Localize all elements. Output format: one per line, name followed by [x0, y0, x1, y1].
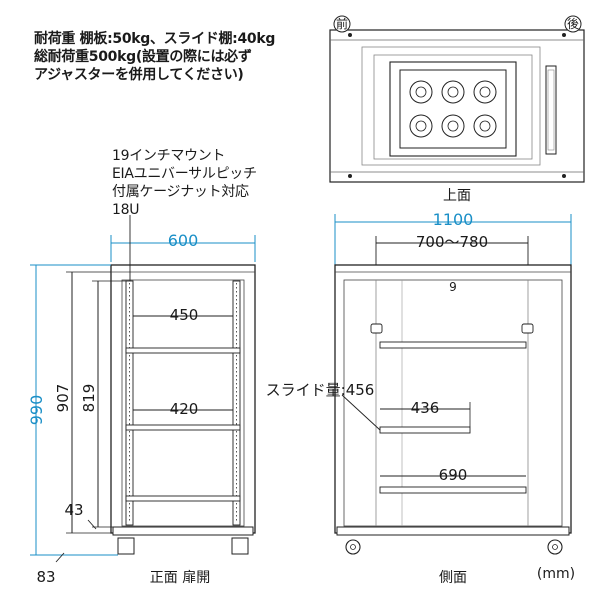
shelf-690-label: 690 [439, 466, 468, 484]
front-marker-label: 前 [336, 16, 348, 31]
front-height-819-label: 819 [80, 384, 98, 413]
front-width-label: 600 [168, 231, 199, 250]
side-shelf-upper [379, 341, 527, 349]
side-view-caption: 側面 [439, 570, 467, 586]
front-caster-right [231, 537, 249, 555]
front-cabinet-outline [110, 264, 256, 534]
front-height-907-label: 907 [54, 384, 72, 413]
unit-label: (mm) [537, 566, 575, 582]
front-height-990-label: 990 [27, 395, 46, 426]
front-marker [333, 15, 351, 33]
fan-icon [409, 80, 497, 138]
fan-plate [389, 61, 517, 157]
inner-450-label: 450 [170, 306, 199, 324]
back-marker-label: 後 [567, 17, 579, 31]
slide-shelf [379, 426, 471, 434]
front-shelf-upper [125, 347, 241, 354]
mount-info-note: 19インチマウント EIAユニバーサルピッチ 付属ケージナット対応 18U [112, 148, 257, 218]
back-marker [564, 15, 582, 33]
caster-83-label: 83 [36, 568, 55, 586]
side-caster-front [345, 539, 361, 555]
front-shelf-middle [125, 424, 241, 431]
side-top-mark: 9 [449, 280, 457, 294]
slide-amount-label: スライド量:456 [266, 381, 375, 399]
inner-420-label: 420 [170, 400, 199, 418]
load-capacity-note: 耐荷重 棚板:50kg、スライド棚:40kg 総耐荷重500kg(設置の際には必… [34, 31, 276, 83]
front-caster-left [117, 537, 135, 555]
side-shelf-lower [379, 486, 527, 494]
rail-range-label: 700〜780 [416, 233, 488, 251]
base-43-label: 43 [64, 501, 83, 519]
side-caster-back [547, 539, 563, 555]
front-view-caption: 正面 扉開 [150, 570, 210, 586]
side-view: 1100 700〜780 9 436 スライド量:4 [266, 210, 575, 586]
cable-port [545, 65, 557, 155]
shelf-436-label: 436 [411, 399, 440, 417]
front-shelf-lower [125, 495, 241, 502]
top-view: 前 後 上面 [329, 15, 585, 204]
top-view-caption: 上面 [443, 188, 471, 204]
side-depth-label: 1100 [433, 210, 474, 229]
front-view: 600 450 420 990 907 [27, 215, 256, 586]
